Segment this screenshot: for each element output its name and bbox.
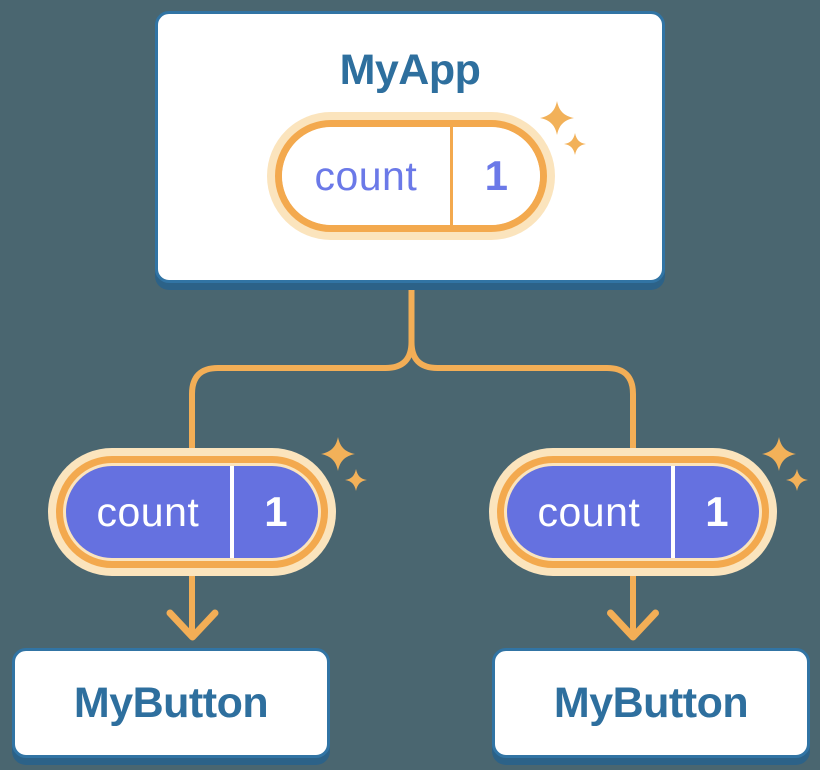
arrowhead-left-icon: [166, 609, 219, 641]
component-label-child-right: MyButton: [553, 678, 749, 727]
state-pill-ring: count 1: [497, 456, 769, 568]
component-label-root: MyApp: [339, 46, 481, 94]
state-key-child-right: count: [537, 488, 641, 535]
component-node-child-left: MyButton: [12, 648, 330, 758]
state-value-child-right: 1: [705, 488, 729, 535]
sparkle-icon: [762, 437, 808, 491]
sparkle-icon: [540, 101, 586, 155]
branch-right-line: [408, 280, 636, 636]
arrowhead-right-icon: [607, 609, 659, 641]
component-node-child-right: MyButton: [492, 648, 810, 758]
pill-divider: [449, 127, 453, 225]
pill-divider: [670, 466, 675, 558]
sparkle-icon: [321, 437, 367, 491]
state-pill-child-left: count 1: [48, 437, 367, 576]
pill-divider: [229, 466, 234, 558]
state-key-child-left: count: [96, 488, 200, 535]
state-pill-child-right: count 1: [489, 437, 808, 576]
state-value-root: 1: [484, 152, 509, 199]
state-pill-root: count 1: [267, 101, 586, 240]
state-value-child-left: 1: [264, 488, 288, 535]
state-key-root: count: [314, 152, 418, 199]
state-pill-ring: count 1: [275, 120, 547, 232]
component-label-child-left: MyButton: [73, 678, 269, 727]
state-pill-ring: count 1: [56, 456, 328, 568]
